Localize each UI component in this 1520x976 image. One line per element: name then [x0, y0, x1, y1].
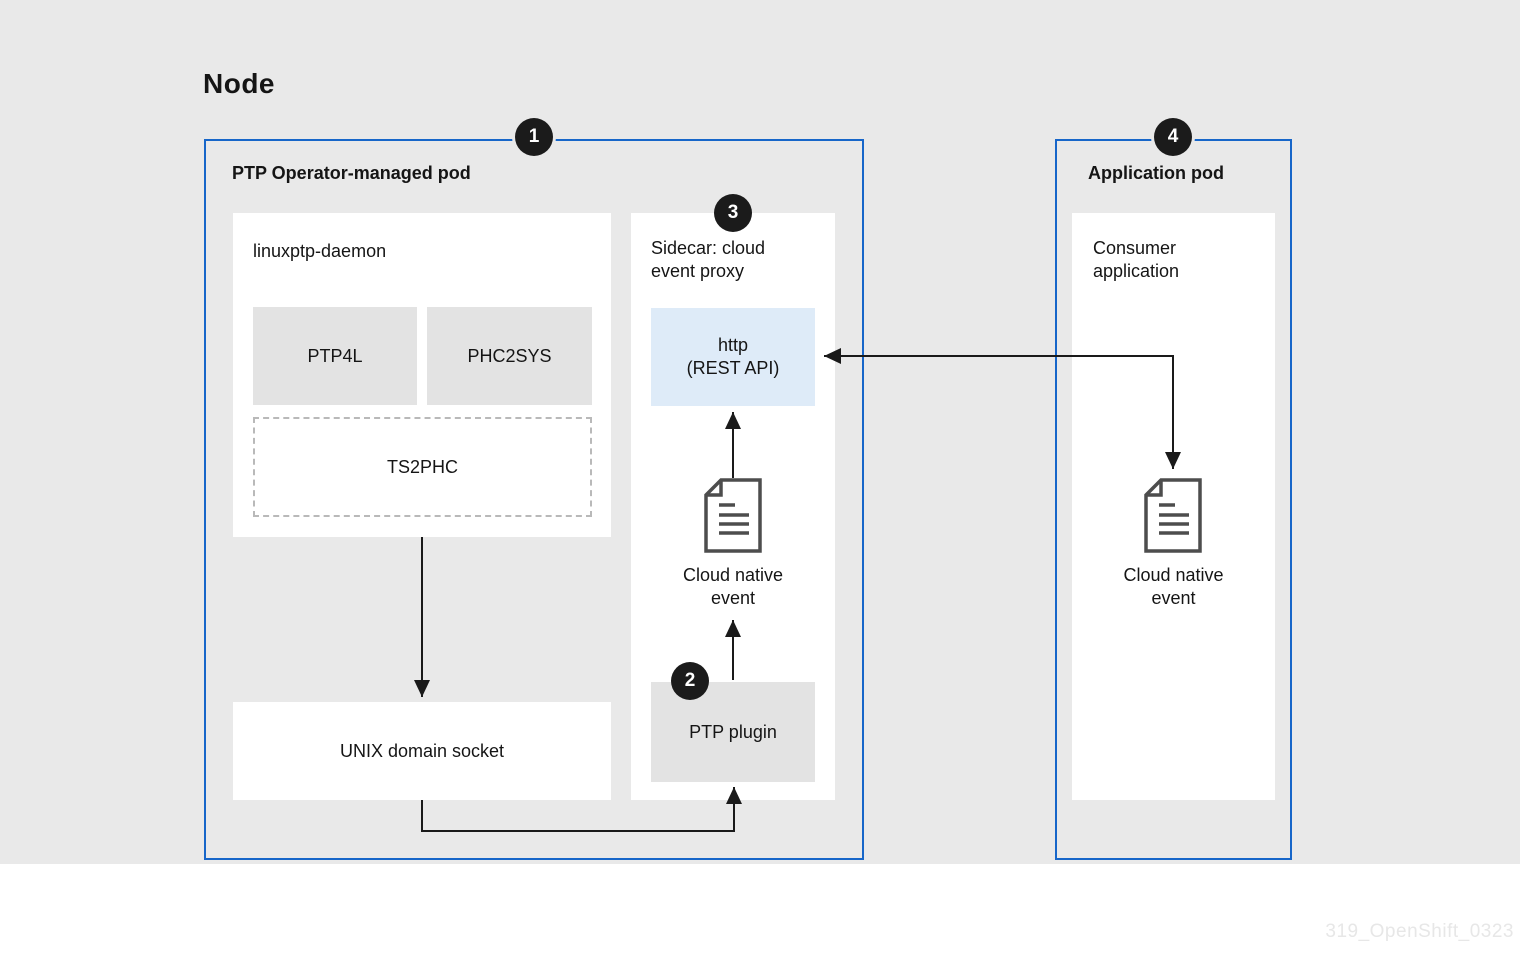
phc2sys-label: PHC2SYS	[467, 345, 552, 366]
sidecar-cloud-native-event-label: Cloud native event	[682, 565, 784, 608]
http-rest-api-box: http (REST API)	[651, 308, 815, 406]
application-pod-label: Application pod	[1088, 163, 1224, 183]
ts2phc-label: TS2PHC	[386, 456, 458, 477]
step-badge-2: 2	[671, 662, 709, 700]
http-rest-api-label: http (REST API)	[686, 335, 780, 378]
ptp4l-box: PTP4L	[253, 307, 417, 405]
step-badge-1: 1	[515, 118, 553, 156]
ptp-plugin-box: PTP plugin	[651, 682, 815, 782]
linuxptp-daemon-label: linuxptp-daemon	[253, 241, 387, 261]
unix-domain-socket-label: UNIX domain socket	[339, 740, 505, 761]
unix-domain-socket-box: UNIX domain socket	[233, 702, 611, 800]
step-badge-3: 3	[714, 194, 752, 232]
ptp-plugin-label: PTP plugin	[689, 721, 777, 742]
phc2sys-box: PHC2SYS	[427, 307, 592, 405]
sidecar-label: Sidecar: cloud event proxy	[651, 238, 766, 281]
node-title: Node	[203, 68, 275, 99]
cloud-native-event-icon	[704, 478, 762, 558]
step-badge-4: 4	[1154, 118, 1192, 156]
consumer-application-label: Consumer application	[1093, 238, 1180, 281]
app-cloud-native-event-label: Cloud native event	[1123, 565, 1224, 608]
ptp-operator-pod-label: PTP Operator-managed pod	[232, 163, 471, 183]
cloud-native-event-icon	[1144, 478, 1202, 558]
image-watermark: 319_OpenShift_0323	[1325, 921, 1514, 942]
ts2phc-box: TS2PHC	[253, 417, 592, 517]
ptp4l-label: PTP4L	[307, 345, 363, 366]
